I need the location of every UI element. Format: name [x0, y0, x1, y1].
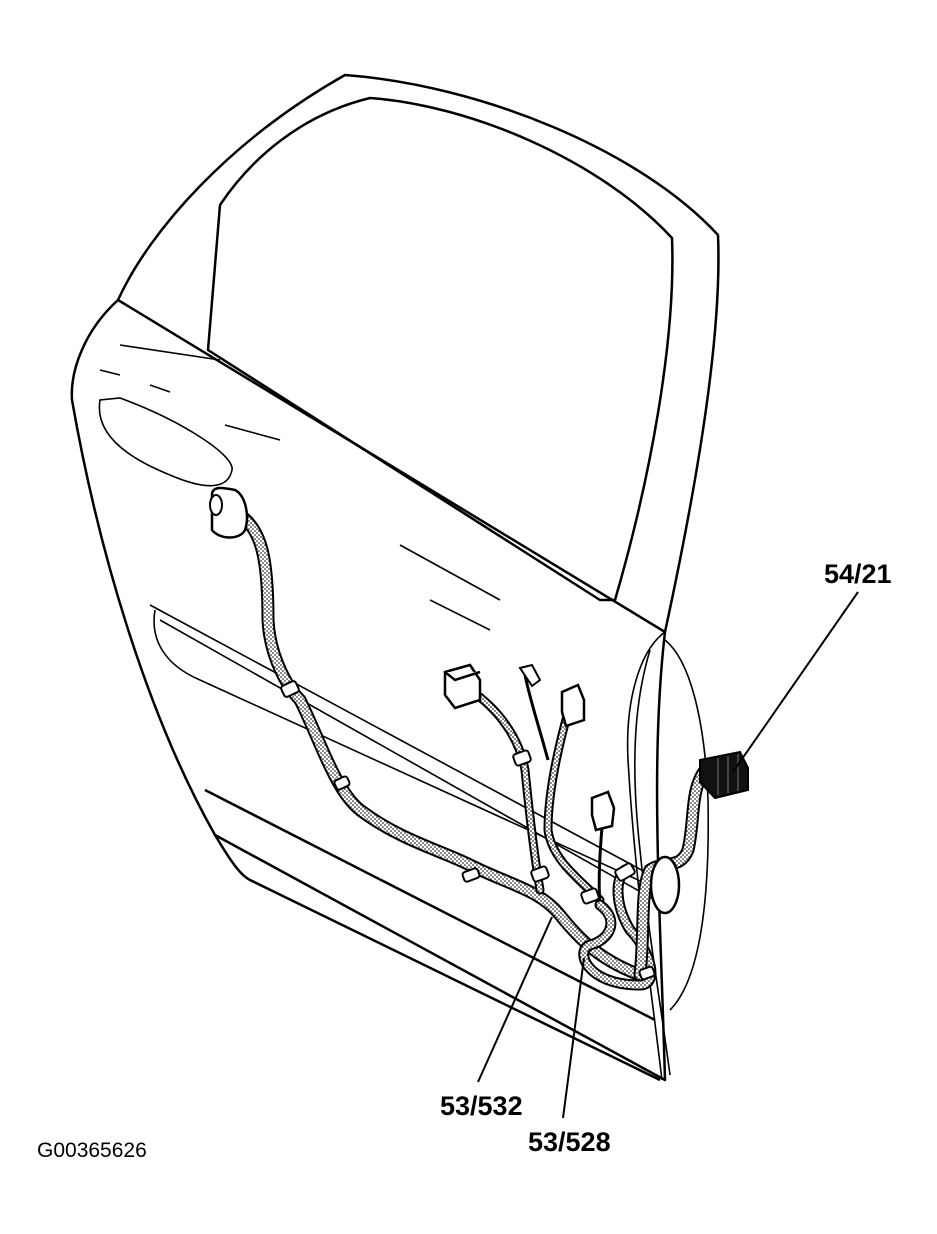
leader-line	[562, 957, 585, 1119]
harness-clip	[580, 887, 600, 905]
connector-clip-top	[518, 663, 542, 688]
harness-grommet	[649, 855, 681, 915]
harness-clip	[461, 867, 481, 883]
door-hinge-edge	[626, 631, 666, 1081]
callout-label: 53/528	[528, 1127, 611, 1157]
window-frame-outer	[116, 73, 720, 633]
connector-lock-actuator	[560, 683, 586, 728]
leader-line	[477, 916, 553, 1083]
harness-clips	[280, 680, 656, 981]
harness-clip	[530, 865, 550, 883]
harness-clip	[614, 862, 636, 882]
leader-line	[732, 591, 859, 773]
door-body-outline	[70, 299, 667, 1082]
harness-main-connector	[699, 750, 749, 800]
harness-clip	[333, 775, 351, 791]
harness-branch-thin	[523, 674, 550, 761]
window-glass-outline	[206, 96, 674, 602]
connector-speaker	[590, 790, 616, 832]
harness-clip	[638, 965, 656, 981]
figure-id: G00365626	[37, 1139, 147, 1162]
door-lower-edge	[213, 834, 661, 1082]
harness-clip	[512, 749, 532, 767]
belt-line	[117, 298, 666, 634]
harness-main-trunk	[233, 508, 647, 982]
door-shell	[70, 73, 720, 1082]
door-handle-switch	[209, 486, 249, 539]
harness-clip	[280, 680, 300, 698]
door-handle-recess	[98, 397, 233, 487]
door-sill-line	[204, 788, 656, 1022]
callout-label: 54/21	[824, 559, 892, 589]
door-lower-panel	[153, 609, 661, 891]
door-detail-lines	[98, 344, 710, 1081]
callout-label: 53/532	[440, 1091, 523, 1121]
callout-leaders	[477, 591, 859, 1119]
connector-window-motor	[443, 663, 482, 710]
